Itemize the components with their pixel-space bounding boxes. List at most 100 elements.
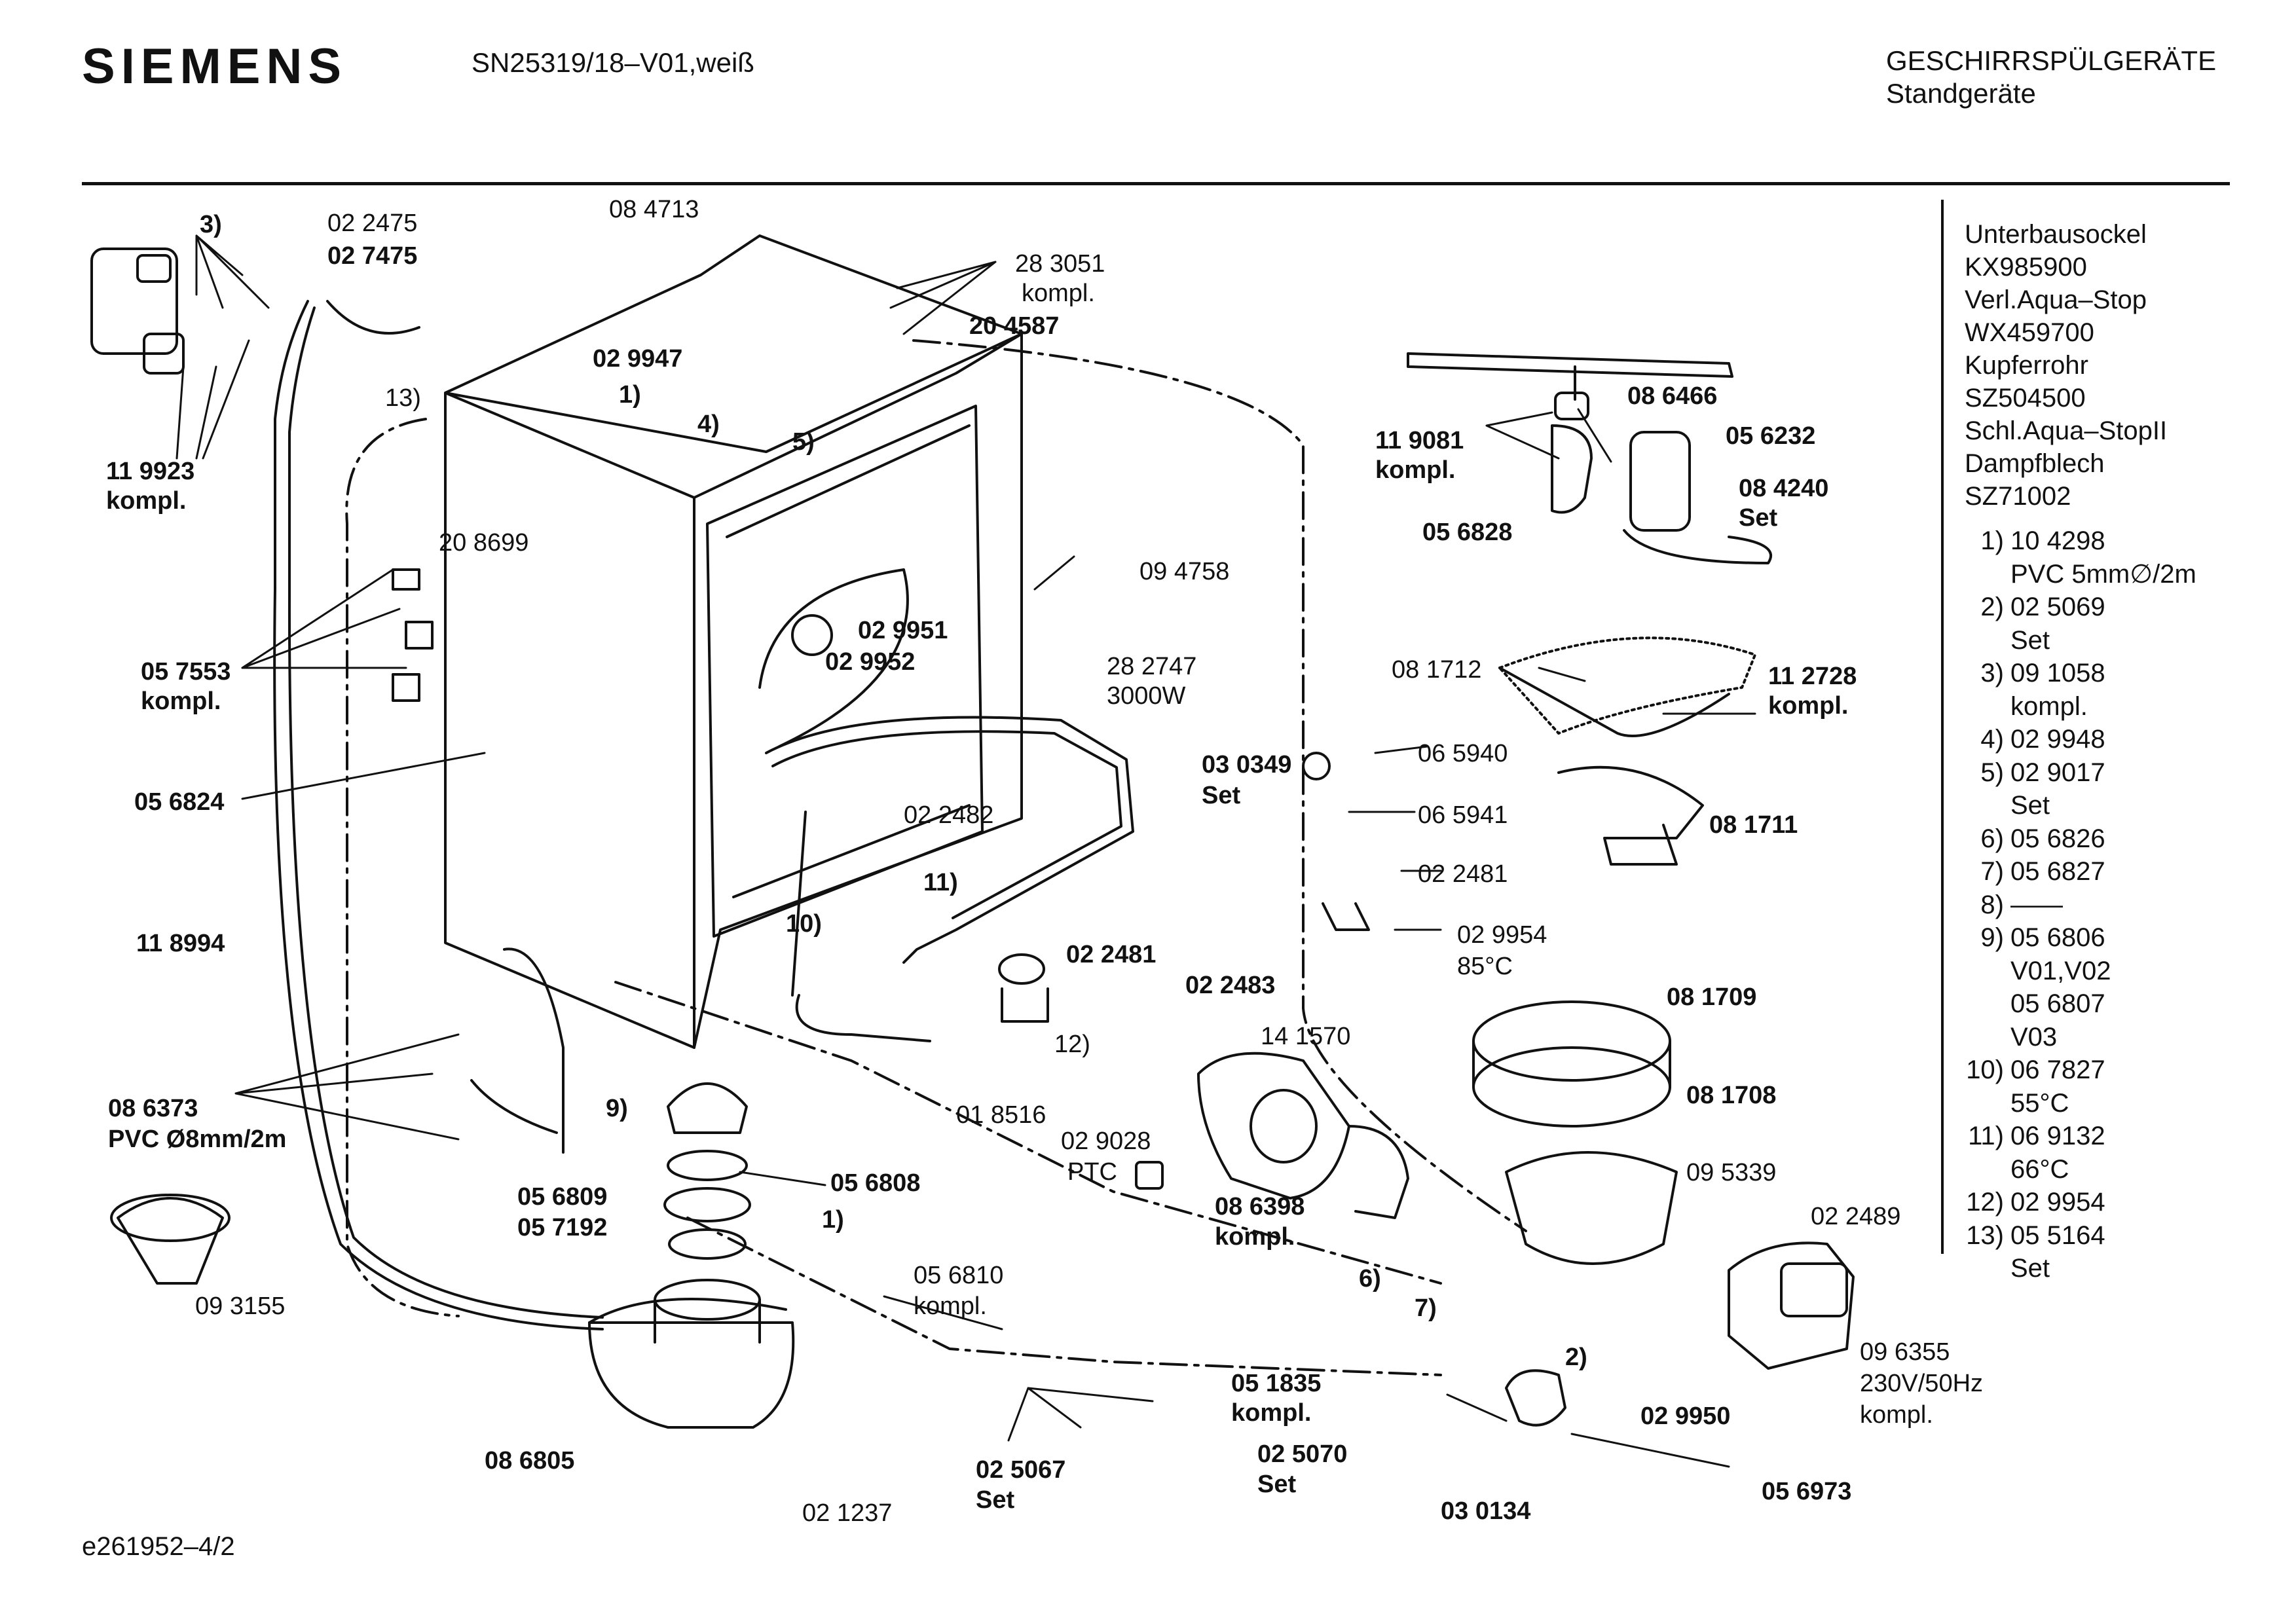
part-number-label: 11 9081 — [1375, 427, 1464, 454]
part-number-label: PTC — [1067, 1158, 1117, 1186]
part-number-label: 05 6810 — [914, 1262, 1004, 1289]
part-number-label: kompl. — [141, 687, 221, 715]
legend-value: 05 6807 — [2010, 989, 2105, 1018]
legend-value: 05 6827 — [2010, 857, 2105, 886]
part-number-label: 02 2489 — [1811, 1203, 1901, 1230]
part-number-label: 08 4713 — [609, 196, 699, 223]
part-number-label: kompl. — [1231, 1399, 1312, 1427]
legend-row: kompl. — [1952, 690, 2196, 724]
accessory-line: SZ504500 — [1965, 384, 2086, 412]
housing-outline-left — [345, 418, 460, 1317]
part-number-label: kompl. — [914, 1292, 987, 1320]
part-number-label: 05 6828 — [1422, 519, 1513, 546]
part-number-label: 1) — [822, 1206, 844, 1234]
upper-spray-arm — [1407, 352, 1733, 378]
legend-number: 5) — [1980, 758, 2004, 787]
legend-number: 13) — [1966, 1220, 2004, 1250]
legend-number: 8) — [1980, 890, 2004, 919]
legend-value: Set — [2010, 1254, 2050, 1283]
part-number-label: 02 7475 — [327, 242, 418, 270]
relay-part — [392, 568, 420, 591]
part-number-label: 02 9951 — [858, 617, 948, 644]
legend-number: 9) — [1980, 923, 2004, 952]
part-number-label: PVC Ø8mm/2m — [108, 1126, 287, 1153]
part-number-label: 03 0134 — [1441, 1497, 1531, 1525]
part-number-label: 02 2481 — [1418, 860, 1508, 888]
brand-logo: SIEMENS — [82, 39, 348, 94]
part-number-label: Set — [1202, 782, 1241, 809]
part-number-label: 5) — [792, 428, 815, 456]
legend-number: 11) — [1968, 1122, 2004, 1150]
legend-number: 1) — [1980, 526, 2004, 555]
part-number-label: 09 3155 — [195, 1292, 286, 1320]
part-number-label: kompl. — [1022, 280, 1095, 307]
legend-row: PVC 5mm∅/2m — [1952, 558, 2196, 591]
legend-value: 05 6826 — [2010, 824, 2105, 853]
pump-ring — [1472, 1000, 1671, 1082]
part-number-label: 05 6824 — [134, 788, 225, 816]
part-number-label: 05 6809 — [517, 1183, 608, 1211]
legend-value: kompl. — [2010, 691, 2088, 721]
aqua-stop-box — [90, 247, 178, 355]
legend-number: 6) — [1980, 824, 2004, 853]
part-number-label: 02 2483 — [1185, 972, 1276, 999]
legend-number: 4) — [1980, 725, 2004, 754]
legend-row: 8)—— — [1952, 888, 2196, 922]
part-number-label: 03 0349 — [1202, 751, 1292, 779]
accessory-line: SZ71002 — [1965, 482, 2071, 511]
micro-filter-plate — [1498, 636, 1756, 735]
legend-row: 2)02 5069 — [1952, 591, 2196, 624]
accessory-line: Schl.Aqua–StopII — [1965, 416, 2168, 445]
part-number-label: 05 6232 — [1726, 422, 1816, 450]
part-number-label: 08 6373 — [108, 1095, 198, 1122]
legend-row: Set — [1952, 624, 2196, 657]
legend-row: Set — [1952, 1252, 2196, 1285]
legend-value: 05 6806 — [2010, 923, 2105, 952]
part-number-label: 08 6398 — [1215, 1193, 1305, 1220]
part-number-label: 08 1708 — [1686, 1082, 1777, 1109]
part-number-label: 08 1709 — [1667, 983, 1757, 1011]
legend-row: V01,V02 — [1952, 955, 2196, 988]
part-number-label: 05 7553 — [141, 658, 231, 686]
part-number-label: 12) — [1054, 1031, 1090, 1058]
part-number-label: 02 5067 — [976, 1456, 1066, 1484]
part-number-label: 08 1712 — [1392, 656, 1482, 684]
legend-value: PVC 5mm∅/2m — [2010, 559, 2196, 589]
part-number-label: kompl. — [1860, 1401, 1933, 1429]
legend-row: 55°C — [1952, 1087, 2196, 1120]
legend-value: 02 9954 — [2010, 1188, 2105, 1217]
part-number-label: 13) — [385, 384, 421, 412]
legend-row: 66°C — [1952, 1153, 2196, 1186]
part-number-label: 02 2481 — [1066, 941, 1157, 968]
legend-value: V03 — [2010, 1022, 2058, 1052]
part-number-label: 4) — [697, 411, 720, 438]
part-number-label: 3000W — [1107, 682, 1186, 710]
part-number-label: 230V/50Hz — [1860, 1370, 1984, 1397]
legend-number: 7) — [1980, 857, 2004, 886]
legend-row: 4)02 9948 — [1952, 723, 2196, 756]
inflow-hose — [273, 300, 604, 1330]
category-line-1: GESCHIRRSPÜLGERÄTE — [1886, 45, 2217, 76]
pump-housing — [1505, 1151, 1678, 1265]
part-number-label: 9) — [606, 1095, 628, 1122]
legend-number: 10) — [1966, 1055, 2004, 1084]
circulation-motor — [1197, 1052, 1350, 1200]
heater-element — [765, 716, 1134, 964]
category-heading: GESCHIRRSPÜLGERÄTE Standgeräte — [1886, 45, 2216, 110]
part-number-label: 05 6973 — [1762, 1478, 1852, 1505]
part-number-label: 08 6805 — [485, 1447, 575, 1475]
legend-value: 02 5069 — [2010, 593, 2105, 621]
part-number-label: 06 5940 — [1418, 740, 1508, 767]
part-number-label: 14 1570 — [1261, 1023, 1351, 1050]
legend-number: 3) — [1980, 659, 2004, 687]
accessory-line: Kupferrohr — [1965, 351, 2088, 380]
part-number-label: 28 2747 — [1107, 653, 1197, 680]
part-number-label: 11 2728 — [1768, 663, 1857, 690]
part-number-label: 02 9028 — [1061, 1127, 1151, 1155]
part-number-label: 20 8699 — [439, 529, 529, 557]
part-number-label: Set — [1739, 504, 1778, 532]
legend-row: 10)06 7827 — [1952, 1053, 2196, 1087]
model-number: SN25319/18–V01,weiß — [472, 47, 754, 78]
legend-row: 05 6807 — [1952, 987, 2196, 1021]
legend-value: 06 7827 — [2010, 1055, 2105, 1084]
